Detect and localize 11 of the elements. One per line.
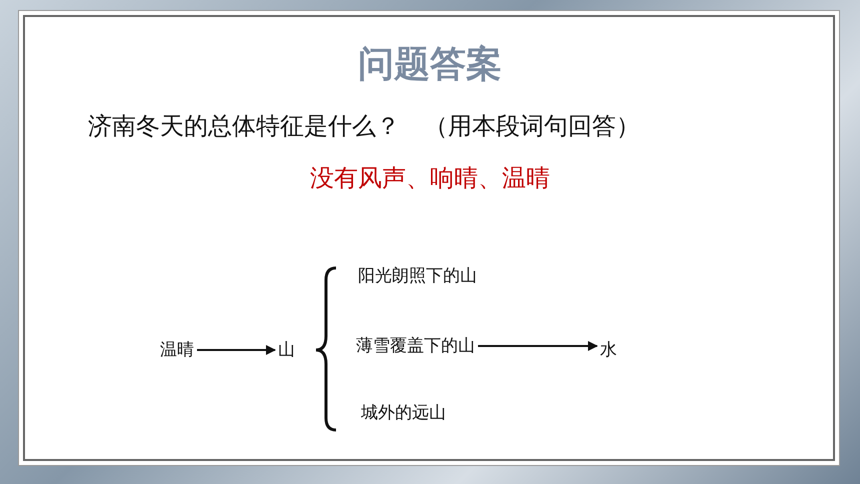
node-text: 薄雪覆盖下的山 bbox=[356, 334, 475, 358]
node-text: 温晴 bbox=[160, 338, 194, 362]
node-text: 山 bbox=[278, 338, 295, 362]
slide-title: 问题答案 bbox=[357, 43, 503, 87]
question-text: 济南冬天的总体特征是什么？ （用本段词句回答） bbox=[88, 111, 640, 142]
arrow bbox=[197, 345, 276, 355]
node-text: 阳光朗照下的山 bbox=[358, 264, 477, 288]
node-text: 水 bbox=[600, 338, 617, 362]
arrow bbox=[478, 341, 598, 351]
answer-text: 没有风声、响晴、温晴 bbox=[309, 163, 551, 194]
node-text: 城外的远山 bbox=[361, 401, 446, 425]
